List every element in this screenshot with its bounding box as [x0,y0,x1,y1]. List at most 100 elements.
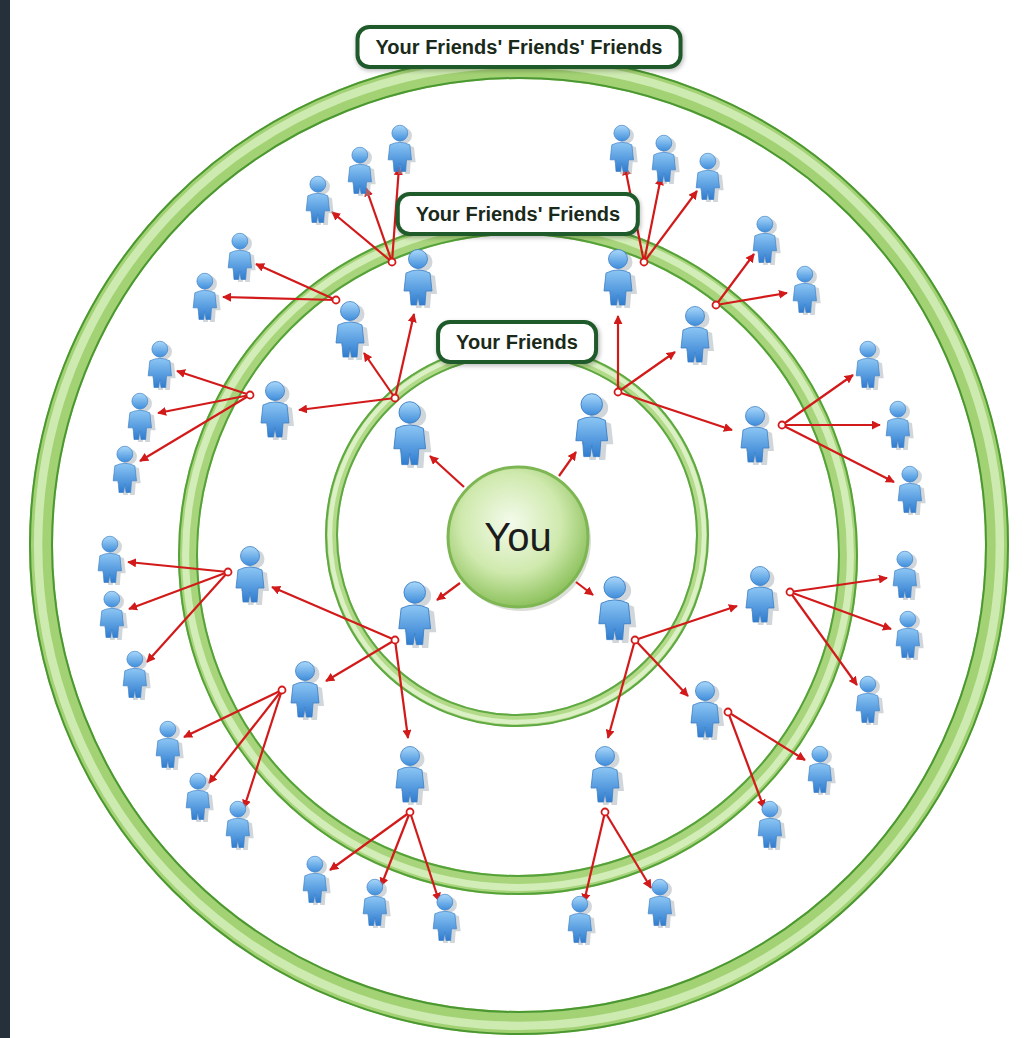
arrow-line [256,264,336,300]
person-icon [193,273,221,322]
arrow-line [728,712,764,808]
arrow-line [635,606,737,640]
fork-dot [392,637,399,644]
ring-edge [197,234,839,876]
person-icon [576,394,613,460]
person-icon [758,801,786,850]
frame-edge [0,0,10,1038]
arrow-line [381,812,410,886]
person-icon [388,125,416,174]
person-icon [291,662,324,721]
ring-highlight [186,223,851,888]
person-icon [591,747,624,806]
ring-band: Your FriendsYou [325,343,709,727]
fork-dot [641,259,648,266]
ring-edge [326,344,708,726]
person-icon [893,551,921,600]
person-icon [568,896,596,945]
person-icon [681,307,714,366]
arrow-line [635,640,688,696]
person-icon [100,591,128,640]
arrow-line [618,352,675,392]
fork-dot [779,422,786,429]
ring-band: Your Friends' FriendsYour FriendsYou [178,215,858,895]
ring-highlight [330,348,704,722]
fork-dot [602,809,609,816]
fork-dot [392,395,399,402]
person-icon [123,651,151,700]
arrow-line [128,562,228,572]
fork-dot [333,297,340,304]
arrow-line [782,425,894,482]
fork-dot [389,259,396,266]
person-icon [696,153,724,202]
person-icon [348,147,376,196]
ring-edge [52,78,986,1012]
arrow-line [140,395,250,461]
arrow-line [430,456,464,487]
arrow-line [244,690,282,808]
arrow-line [605,812,651,888]
arrow-line [790,578,887,592]
person-icon [808,746,836,795]
arrow-line [209,690,282,783]
arrow-line [790,592,857,685]
ring-highlight [38,64,1000,1026]
circle-shadow [451,471,591,611]
person-icon [896,611,924,660]
fork-dot [225,569,232,576]
arrow-line [617,316,619,392]
person-icon [648,879,676,928]
person-icon [98,536,126,585]
person-icon [793,266,821,315]
person-icon [856,341,884,390]
fork-dot [407,809,414,816]
ring-label: Your Friends [436,320,598,364]
arrow-line [326,640,395,681]
arrow-line [782,424,880,426]
person-icon [610,125,638,174]
arrow-line [716,254,754,305]
person-icon [856,676,884,725]
ring-edge [179,216,857,894]
person-icon [261,382,294,441]
ring-fill [41,67,997,1023]
arrow-line [437,583,460,600]
person-icon [148,341,176,390]
person-icon [226,801,254,850]
center-label: You [484,515,552,560]
person-icon [604,250,637,309]
arrow-line [559,452,576,476]
ring-fill [332,350,703,721]
ring-label: Your Friends' Friends [396,192,640,236]
person-icon [303,856,331,905]
person-icon [396,747,429,806]
arrow-line [129,572,228,609]
arrow-line [576,582,593,595]
arrow-line [299,398,395,410]
fork-dot [279,687,286,694]
arrow-line [790,592,891,629]
person-icon [741,407,774,466]
person-icon [399,582,436,648]
arrow-line [644,191,697,262]
ring-edge [30,56,1008,1034]
fork-dot [787,589,794,596]
fork-dot [713,302,720,309]
fork-dot [632,637,639,644]
arrow-line [608,640,635,738]
fork-dot [725,709,732,716]
arrow-line [177,371,250,395]
person-icon [156,721,184,770]
arrow-line [395,314,414,398]
circle-fill [448,467,588,607]
arrow-line [618,392,732,430]
arrow-line [584,812,605,902]
arrow-line [147,572,228,662]
person-icon [186,773,214,822]
person-icon [336,302,369,361]
person-icon [433,894,461,943]
arrow-line [364,353,395,398]
person-icon [306,176,334,225]
